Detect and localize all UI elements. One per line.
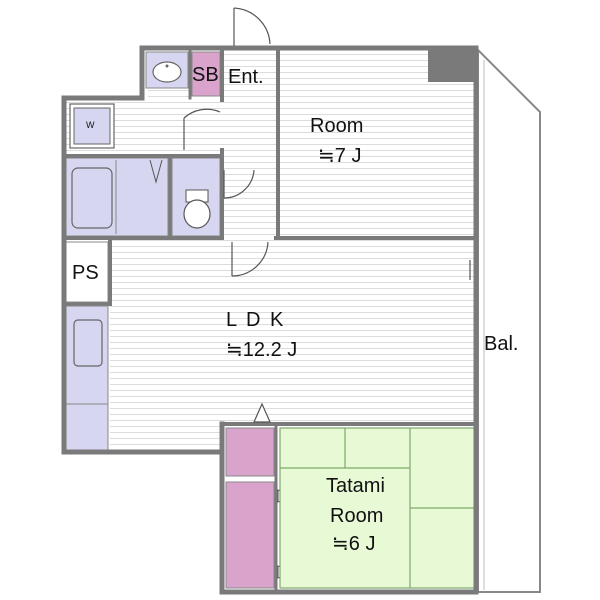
ldk-area: ≒12.2 J (226, 339, 298, 361)
room-label: Room (310, 115, 364, 137)
kitchen-counter (65, 305, 109, 451)
tatami-area: ≒6 J (332, 533, 376, 555)
walls (61, 45, 479, 595)
pipe-space-label: PS (72, 262, 99, 284)
balcony-label: Bal. (484, 333, 519, 355)
balcony (477, 47, 541, 593)
room-area: ≒7 J (318, 145, 362, 167)
bathroom (65, 157, 169, 237)
pipe-space (65, 241, 109, 303)
tatami-room (279, 427, 477, 589)
washer-space (69, 103, 115, 149)
toilet (171, 157, 221, 237)
entrance-label: Ent. (228, 66, 264, 88)
room-western (278, 50, 476, 236)
washer-label: W (86, 120, 95, 130)
tatami-label-line1: Tatami (326, 475, 385, 497)
closets (225, 427, 300, 589)
tatami-label-line2: Room (330, 505, 384, 527)
washbasin (145, 51, 189, 89)
shoe-box (191, 51, 221, 97)
ldk-label: L D K (226, 309, 286, 331)
doors (183, 7, 471, 423)
shoe-box-label: SB (192, 64, 219, 86)
ldk-area (110, 240, 476, 452)
